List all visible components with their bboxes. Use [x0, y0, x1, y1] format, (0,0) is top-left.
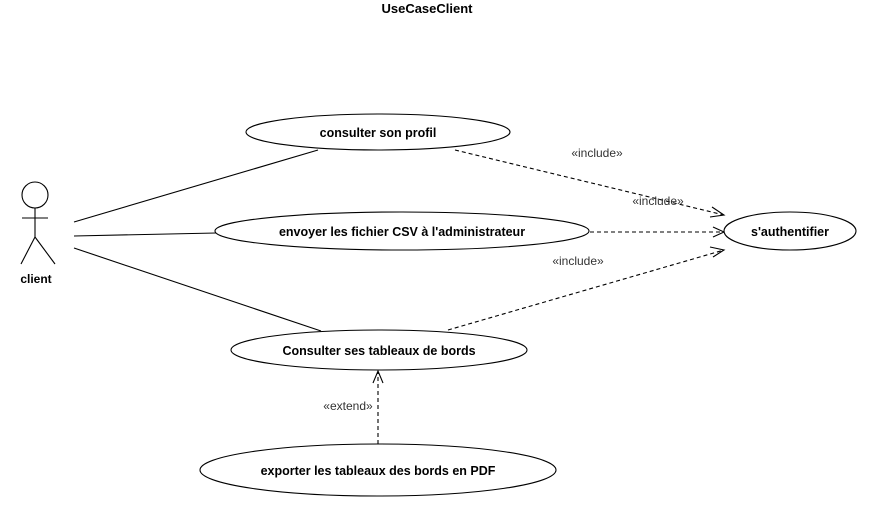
use-case-ellipse	[199, 443, 557, 497]
use-case-label: exporter les tableaux des bords en PDF	[261, 464, 496, 478]
use-case-consulter-tableaux[interactable]: Consulter ses tableaux de bords	[230, 329, 528, 371]
use-case-label: envoyer les fichier CSV à l'administrate…	[279, 225, 525, 239]
use-case-exporter-pdf[interactable]: exporter les tableaux des bords en PDF	[199, 443, 557, 497]
use-case-ellipse	[214, 211, 590, 251]
use-case-consulter-profil[interactable]: consulter son profil	[245, 113, 511, 151]
include-label-tableaux: «include»	[552, 254, 604, 268]
use-case-ellipse	[723, 211, 857, 251]
actor-client[interactable]: client	[20, 181, 56, 286]
actor-right-leg	[34, 236, 56, 265]
actor-left-leg	[20, 236, 36, 265]
include-label-csv: «include»	[632, 194, 684, 208]
include-line-tableaux	[447, 249, 725, 331]
association-client-consulter-profil	[73, 149, 319, 223]
use-case-authentifier[interactable]: s'authentifier	[723, 211, 857, 251]
use-case-ellipse	[245, 113, 511, 151]
extend-arrowhead-pdf	[372, 369, 384, 384]
use-case-label: s'authentifier	[751, 225, 829, 239]
include-arrowhead-tableaux	[709, 246, 726, 258]
extend-label-pdf: «extend»	[323, 399, 373, 413]
include-label-profil: «include»	[571, 146, 623, 160]
actor-label: client	[20, 272, 51, 286]
use-case-ellipse	[230, 329, 528, 371]
actor-head	[21, 181, 49, 209]
diagram-title: UseCaseClient	[381, 1, 473, 16]
use-case-label: consulter son profil	[320, 126, 437, 140]
association-client-envoyer-csv	[73, 232, 217, 237]
use-case-label: Consulter ses tableaux de bords	[282, 344, 475, 358]
use-case-envoyer-csv[interactable]: envoyer les fichier CSV à l'administrate…	[214, 211, 590, 251]
include-arrowhead-profil	[709, 206, 726, 218]
association-client-consulter-tableaux	[73, 247, 322, 332]
